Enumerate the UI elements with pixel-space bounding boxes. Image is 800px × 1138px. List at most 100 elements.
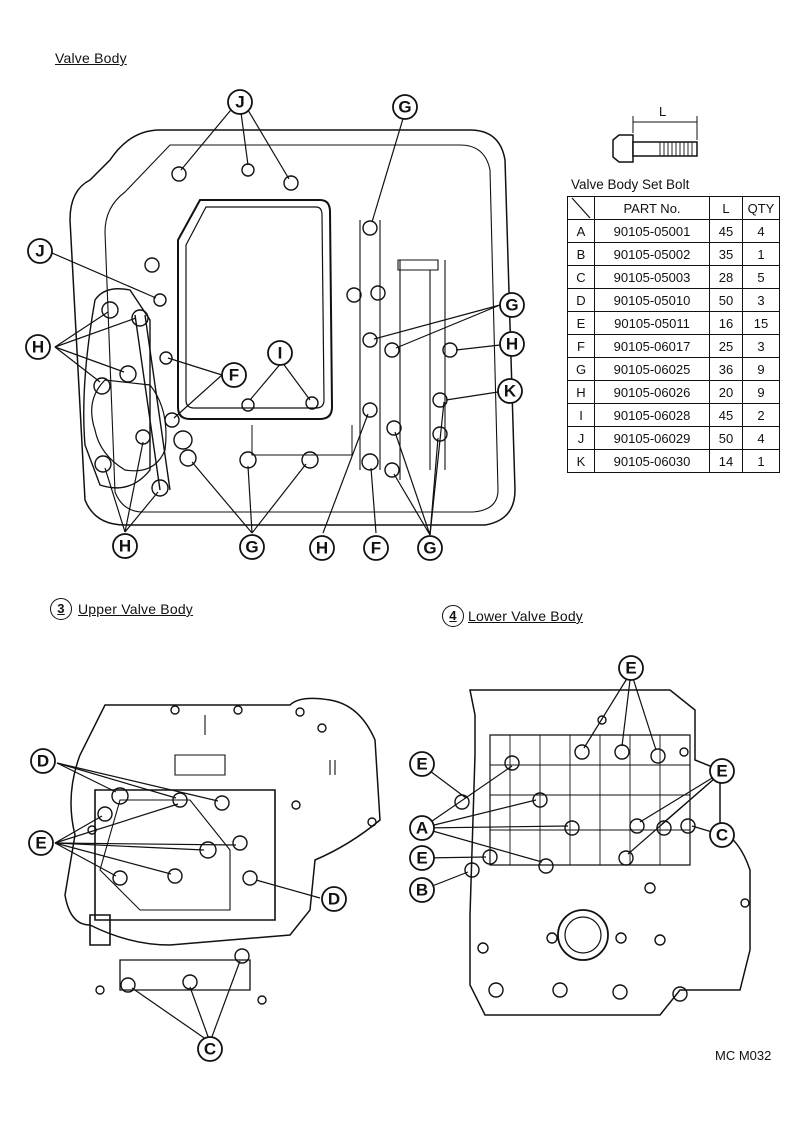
bolt-length-label: L	[659, 104, 667, 119]
header-qty: QTY	[742, 196, 780, 220]
row-length: 14	[709, 449, 743, 473]
row-qty: 4	[742, 219, 780, 243]
valve-body-title: Valve Body	[55, 50, 127, 66]
row-key: K	[567, 449, 595, 473]
row-length: 50	[709, 426, 743, 450]
row-key: C	[567, 265, 595, 289]
row-part: 90105-06029	[594, 426, 710, 450]
svg-text:G: G	[423, 539, 436, 558]
callout-j-top: J	[227, 89, 253, 115]
svg-text:J: J	[235, 93, 244, 112]
lower-section-number: 4	[442, 605, 464, 627]
callout-lower-a: A	[409, 815, 435, 841]
svg-text:D: D	[37, 752, 49, 771]
callout-g-right: G	[499, 292, 525, 318]
svg-text:K: K	[504, 382, 517, 401]
svg-text:E: E	[625, 659, 636, 678]
svg-text:E: E	[35, 834, 46, 853]
svg-text:A: A	[416, 819, 428, 838]
svg-text:E: E	[416, 755, 427, 774]
svg-text:H: H	[316, 539, 328, 558]
svg-text:D: D	[328, 890, 340, 909]
callout-upper-c: C	[197, 1036, 223, 1062]
callout-i: I	[267, 340, 293, 366]
svg-text:J: J	[35, 242, 44, 261]
row-length: 50	[709, 288, 743, 312]
callout-upper-d-top: D	[30, 748, 56, 774]
callout-lower-e-mid: E	[409, 845, 435, 871]
row-key: B	[567, 242, 595, 266]
upper-valve-body	[54, 697, 381, 1043]
svg-text:F: F	[371, 539, 381, 558]
callout-k: K	[497, 378, 523, 404]
row-qty: 3	[742, 288, 780, 312]
svg-text:H: H	[32, 338, 44, 357]
svg-text:B: B	[416, 881, 428, 900]
row-qty: 1	[742, 449, 780, 473]
svg-text:C: C	[716, 826, 728, 845]
callout-lower-e-right: E	[709, 758, 735, 784]
svg-text:F: F	[229, 366, 239, 385]
row-part: 90105-06030	[594, 449, 710, 473]
row-qty: 9	[742, 357, 780, 381]
row-part: 90105-06026	[594, 380, 710, 404]
lower-valve-body-title: 4 Lower Valve Body	[442, 605, 583, 627]
row-qty: 5	[742, 265, 780, 289]
drawing-code: MC M032	[715, 1048, 772, 1063]
callout-h-bottom-left: H	[112, 533, 138, 559]
row-key: D	[567, 288, 595, 312]
callout-f-bottom: F	[363, 535, 389, 561]
svg-text:C: C	[204, 1040, 216, 1059]
bolt-table-caption: Valve Body Set Bolt	[571, 177, 690, 192]
row-part: 90105-06025	[594, 357, 710, 381]
row-part: 90105-06028	[594, 403, 710, 427]
row-qty: 9	[742, 380, 780, 404]
row-key: H	[567, 380, 595, 404]
callout-j-left: J	[27, 238, 53, 264]
callout-h-right: H	[499, 331, 525, 357]
row-part: 90105-05010	[594, 288, 710, 312]
header-length: L	[709, 196, 743, 220]
svg-text:I: I	[278, 344, 283, 363]
upper-valve-body-title: 3 Upper Valve Body	[50, 598, 193, 620]
svg-text:G: G	[505, 296, 518, 315]
row-length: 20	[709, 380, 743, 404]
callout-f: F	[221, 362, 247, 388]
callout-upper-e: E	[28, 830, 54, 856]
svg-text:E: E	[716, 762, 727, 781]
row-key: J	[567, 426, 595, 450]
row-qty: 3	[742, 334, 780, 358]
table-header-row: PART No. L QTY	[567, 196, 780, 220]
svg-text:E: E	[416, 849, 427, 868]
lower-section-label: Lower Valve Body	[468, 608, 584, 624]
row-part: 90105-05002	[594, 242, 710, 266]
upper-section-number: 3	[50, 598, 72, 620]
row-length: 45	[709, 219, 743, 243]
row-key: A	[567, 219, 595, 243]
svg-text:H: H	[506, 335, 518, 354]
callout-lower-c: C	[709, 822, 735, 848]
callout-g-top: G	[392, 94, 418, 120]
callout-lower-b: B	[409, 877, 435, 903]
upper-section-label: Upper Valve Body	[78, 601, 194, 617]
svg-text:G: G	[245, 538, 258, 557]
callout-h-left: H	[25, 334, 51, 360]
callout-upper-d-right: D	[321, 886, 347, 912]
callout-g-bottom: G	[239, 534, 265, 560]
lower-valve-body	[421, 671, 751, 1016]
svg-text:G: G	[398, 98, 411, 117]
valve-body-assembly	[51, 104, 516, 536]
callout-h-bottom: H	[309, 535, 335, 561]
callout-lower-e-top: E	[618, 655, 644, 681]
